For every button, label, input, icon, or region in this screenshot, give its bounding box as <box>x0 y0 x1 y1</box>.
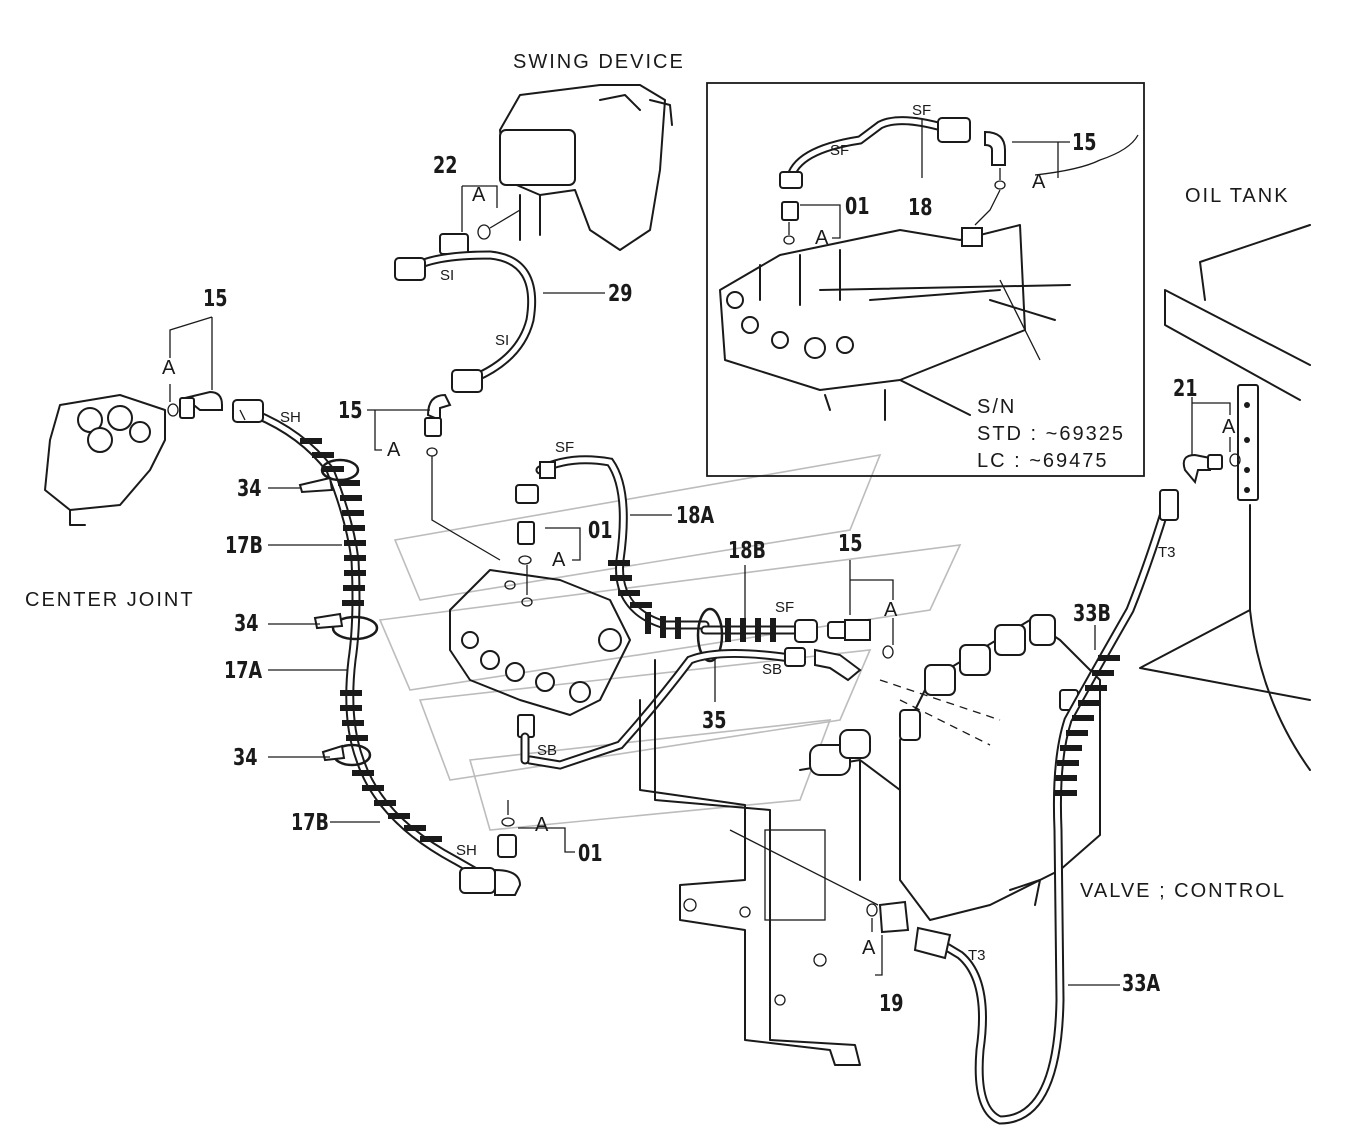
part-17B-lower: 17B <box>291 810 329 836</box>
part-17A: 17A <box>224 658 263 684</box>
mounting-bracket <box>639 659 901 1066</box>
end-sf-18A: SF <box>555 439 575 456</box>
end-si-bottom: SI <box>495 332 510 349</box>
part-34-upper: 34 <box>237 476 262 502</box>
oring-a-15-valve: A <box>884 599 898 621</box>
oring-a-01-lower: A <box>535 814 549 836</box>
pilot-valve-block <box>449 569 631 716</box>
part-35: 35 <box>702 708 727 734</box>
end-sb-left: SB <box>537 742 558 759</box>
part-33B: 33B <box>1073 601 1111 627</box>
label-swing-device: SWING DEVICE <box>513 51 685 73</box>
end-sf-inset-left: SF <box>830 142 850 159</box>
part-34-lower: 34 <box>233 745 258 771</box>
serial-number-std: STD : ~69325 <box>977 423 1125 445</box>
part-34-middle: 34 <box>234 611 259 637</box>
oring-a-inset-01: A <box>815 227 829 249</box>
oil-tank <box>1139 224 1311 771</box>
oring-a-swing: A <box>387 439 401 461</box>
oring-a-19: A <box>862 937 876 959</box>
part-21: 21 <box>1173 376 1198 402</box>
end-t3-bottom: T3 <box>968 947 986 964</box>
part-01-inset: 01 <box>845 194 870 220</box>
label-oil-tank: OIL TANK <box>1185 185 1290 207</box>
end-sf-inset-top: SF <box>912 102 932 119</box>
part-29: 29 <box>608 281 633 307</box>
part-01-upper: 01 <box>588 518 613 544</box>
end-sb-right: SB <box>762 661 783 678</box>
part-15-valve: 15 <box>838 531 863 557</box>
inset-control-valve <box>719 224 1071 421</box>
end-t3-top: T3 <box>1158 544 1176 561</box>
part-18: 18 <box>908 195 933 221</box>
valve-control-body <box>879 614 1101 921</box>
center-joint <box>44 394 166 526</box>
spring-guard-17B-upper <box>300 438 366 606</box>
label-center-joint: CENTER JOINT <box>25 589 195 611</box>
end-sh-top: SH <box>280 409 301 426</box>
spring-guard-17B-lower <box>340 690 442 842</box>
oring-a-21: A <box>1222 416 1236 438</box>
oring-a-01-upper: A <box>552 549 566 571</box>
part-15-inset: 15 <box>1072 130 1097 156</box>
part-17B-upper: 17B <box>225 533 263 559</box>
serial-number-lc: LC : ~69475 <box>977 450 1109 472</box>
oring-a-center-joint: A <box>162 357 176 379</box>
part-19: 19 <box>879 991 904 1017</box>
part-18A: 18A <box>676 503 715 529</box>
part-33A: 33A <box>1122 971 1161 997</box>
end-sf-18B: SF <box>775 599 795 616</box>
inset-frame <box>706 82 1145 477</box>
watermark <box>378 453 962 831</box>
end-sh-bottom: SH <box>456 842 477 859</box>
part-22: 22 <box>433 153 458 179</box>
label-valve-control: VALVE ; CONTROL <box>1080 880 1286 902</box>
swing-device <box>499 84 673 251</box>
end-si-top: SI <box>440 267 455 284</box>
part-15-center-joint: 15 <box>203 286 228 312</box>
part-15-swing: 15 <box>338 398 363 424</box>
part-18B: 18B <box>728 538 766 564</box>
oring-a-22: A <box>472 184 486 206</box>
part-01-lower: 01 <box>578 841 603 867</box>
serial-number-heading: S/N <box>977 396 1017 418</box>
oring-a-inset-15: A <box>1032 171 1046 193</box>
